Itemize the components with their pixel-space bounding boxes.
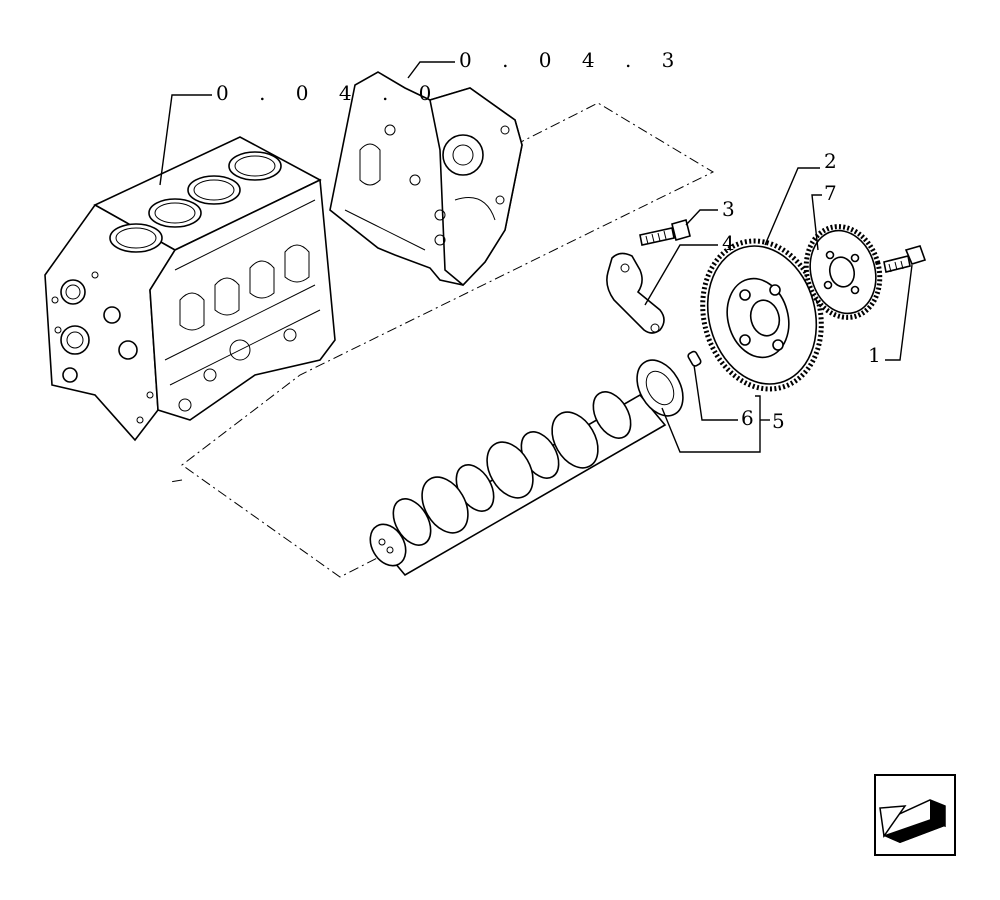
leader-lines bbox=[159, 61, 913, 453]
callout-7: 7 bbox=[824, 181, 837, 205]
callout-6: 6 bbox=[741, 406, 754, 430]
callout-2: 2 bbox=[824, 149, 837, 173]
bolt-3[interactable] bbox=[639, 219, 691, 246]
timing-cover-reference: 0 . 0 4 . 3 bbox=[459, 48, 686, 72]
callout-3: 3 bbox=[722, 197, 735, 221]
bolt-1[interactable] bbox=[883, 245, 927, 273]
engine-block-reference: 0 . 0 4 . 0 bbox=[216, 81, 443, 105]
timing-cover[interactable] bbox=[329, 71, 523, 287]
assembly-boundary-line bbox=[181, 102, 715, 578]
assembly-boundary-line-2 bbox=[169, 479, 183, 483]
back-arrow-icon[interactable] bbox=[874, 774, 956, 856]
sensor-gear[interactable] bbox=[796, 218, 889, 326]
callout-1: 1 bbox=[868, 343, 881, 367]
camshaft-gear[interactable] bbox=[687, 228, 838, 403]
engine-block[interactable] bbox=[44, 136, 336, 442]
dowel-pin[interactable] bbox=[687, 350, 702, 367]
retaining-plate[interactable] bbox=[606, 252, 665, 334]
camshaft[interactable] bbox=[363, 352, 692, 577]
callout-4: 4 bbox=[722, 231, 735, 255]
callout-5: 5 bbox=[772, 409, 785, 433]
